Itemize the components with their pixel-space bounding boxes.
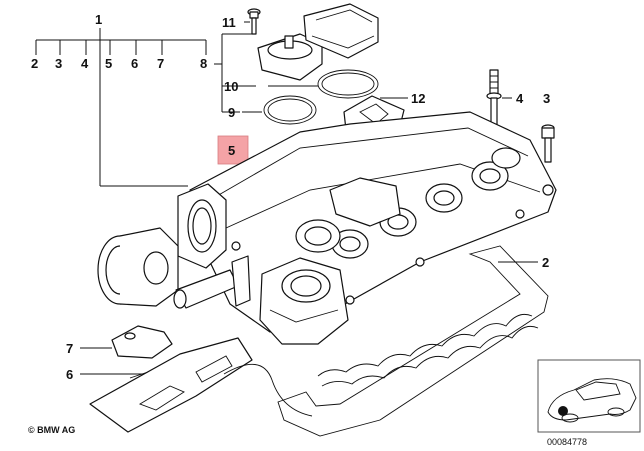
callout-7: 7 <box>157 56 164 71</box>
shield-part-6 <box>89 337 313 433</box>
callout-9: 9 <box>228 105 235 120</box>
bolt-part-3 <box>541 124 555 163</box>
copyright-text: © BMW AG <box>28 425 75 435</box>
stud-part-4 <box>486 69 502 127</box>
callout-6-bottom: 6 <box>66 367 73 382</box>
callout-8: 8 <box>200 56 207 71</box>
callout-10: 10 <box>224 79 238 94</box>
callout-2-right: 2 <box>542 255 549 270</box>
callout-5: 5 <box>105 56 112 71</box>
callout-3-right: 3 <box>543 91 550 106</box>
location-dot-icon <box>558 406 568 416</box>
callout-5-highlighted: 5 <box>228 143 235 158</box>
callout-2: 2 <box>31 56 38 71</box>
callout-3: 3 <box>55 56 62 71</box>
reference-number: 00084778 <box>547 437 587 447</box>
callout-7-bottom: 7 <box>66 341 73 356</box>
gasket-part-2 <box>277 245 549 437</box>
vent-valve-part-8 <box>257 3 379 81</box>
highlighted-part-marker[interactable]: 5 <box>217 135 249 165</box>
car-icon <box>547 378 637 423</box>
callout-12: 12 <box>411 91 425 106</box>
callout-tree <box>35 21 538 375</box>
footer: © BMW AG <box>28 425 75 435</box>
oil-separator <box>231 255 349 345</box>
screw-part-11 <box>247 8 261 35</box>
callout-4: 4 <box>81 56 89 71</box>
intake-flange <box>97 183 239 309</box>
bracket-part-7 <box>111 325 173 359</box>
callout-11: 11 <box>222 15 236 30</box>
callout-6: 6 <box>131 56 138 71</box>
callout-1: 1 <box>95 12 102 27</box>
callout-labels: 1 2 3 4 5 6 7 8 11 10 9 12 4 3 2 7 6 <box>31 12 550 382</box>
vehicle-thumbnail[interactable]: 00084778 <box>537 359 641 447</box>
gasket-part-9 <box>263 95 317 125</box>
gasket-part-10 <box>317 69 379 99</box>
callout-4-right: 4 <box>516 91 524 106</box>
